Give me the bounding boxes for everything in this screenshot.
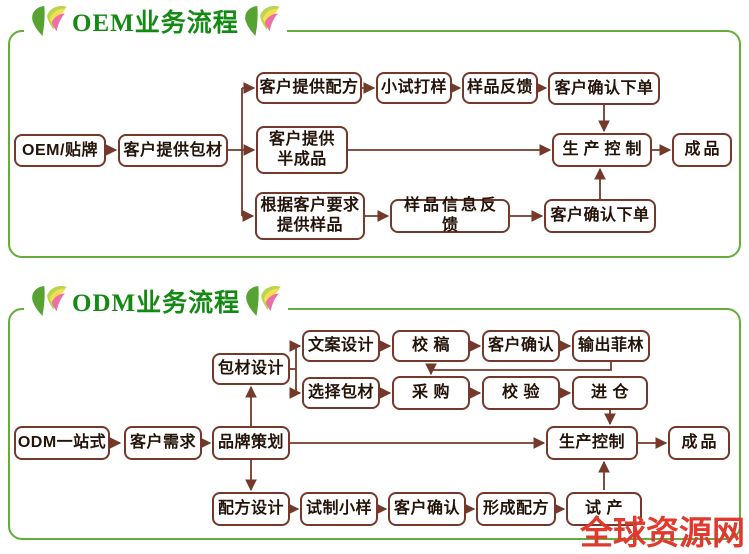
node-odm-copy-design: 文案设计: [302, 330, 380, 362]
oem-title: OEM业务流程: [72, 10, 239, 37]
node-oem-sample-request: 根据客户要求 提供样品: [255, 192, 365, 240]
node-oem-sample-info: 样品信息反馈: [390, 197, 510, 234]
leaf-decoration-icon: [244, 5, 280, 37]
node-oem-pilot: 小试打样: [376, 72, 452, 104]
leaf-decoration-icon: [246, 285, 281, 317]
watermark-text: 全球资源网: [580, 514, 745, 551]
node-odm-proofread: 校 稿: [392, 330, 470, 362]
node-oem-confirm-bottom: 客户确认下单: [544, 199, 656, 233]
oem-flow-connectors: [105, 82, 672, 222]
odm-flow-section: ODM业务流程: [0, 280, 749, 552]
node-oem-production: 生产控制: [552, 133, 652, 167]
node-odm-package-design: 包材设计: [212, 353, 290, 385]
odm-flow-connectors: [109, 340, 668, 515]
oem-title-bar: OEM业务流程: [24, 0, 287, 42]
node-odm-production: 生产控制: [546, 426, 638, 460]
node-odm-form-formula: 形成配方: [476, 492, 556, 526]
node-odm-brand: 品牌策划: [212, 426, 290, 460]
odm-title: ODM业务流程: [72, 290, 241, 317]
node-odm-trial-sample: 试制小样: [300, 492, 378, 526]
node-odm-warehouse: 进 仓: [572, 376, 648, 410]
node-odm-purchase: 采 购: [392, 376, 470, 410]
node-odm-choose-package: 选择包材: [302, 377, 380, 409]
node-oem-formula: 客户提供配方: [256, 72, 362, 104]
node-oem-finished: 成品: [672, 133, 732, 167]
node-odm-pilot-production: 试 产: [566, 492, 642, 526]
oem-panel-border: [8, 30, 741, 258]
node-odm-demand: 客户需求: [124, 426, 202, 460]
node-odm-formula-design: 配方设计: [212, 492, 290, 526]
node-odm-start: ODM一站式: [14, 426, 110, 460]
node-oem-start: OEM/贴牌: [14, 134, 106, 167]
leaf-decoration-icon: [32, 5, 67, 37]
node-odm-finished: 成品: [668, 426, 730, 460]
leaf-decoration-icon: [32, 285, 67, 317]
odm-title-bar: ODM业务流程: [24, 280, 289, 322]
node-odm-film-output: 输出菲林: [572, 330, 650, 362]
node-odm-verify: 校 验: [482, 376, 560, 410]
node-oem-packaging: 客户提供包材: [118, 134, 228, 167]
node-odm-client-confirm-a: 客户确认: [482, 330, 560, 362]
oem-flow-section: OEM业务流程 OEM/贴牌 客户提供包材 客户提供配方 小试打样 样品反馈: [0, 0, 749, 270]
node-odm-client-confirm-b: 客户确认: [388, 492, 466, 526]
node-oem-feedback: 样品反馈: [462, 72, 538, 104]
node-oem-confirm-top: 客户确认下单: [548, 72, 660, 105]
node-oem-semi-finished: 客户提供 半成品: [256, 126, 348, 174]
odm-panel-border: [8, 308, 741, 540]
